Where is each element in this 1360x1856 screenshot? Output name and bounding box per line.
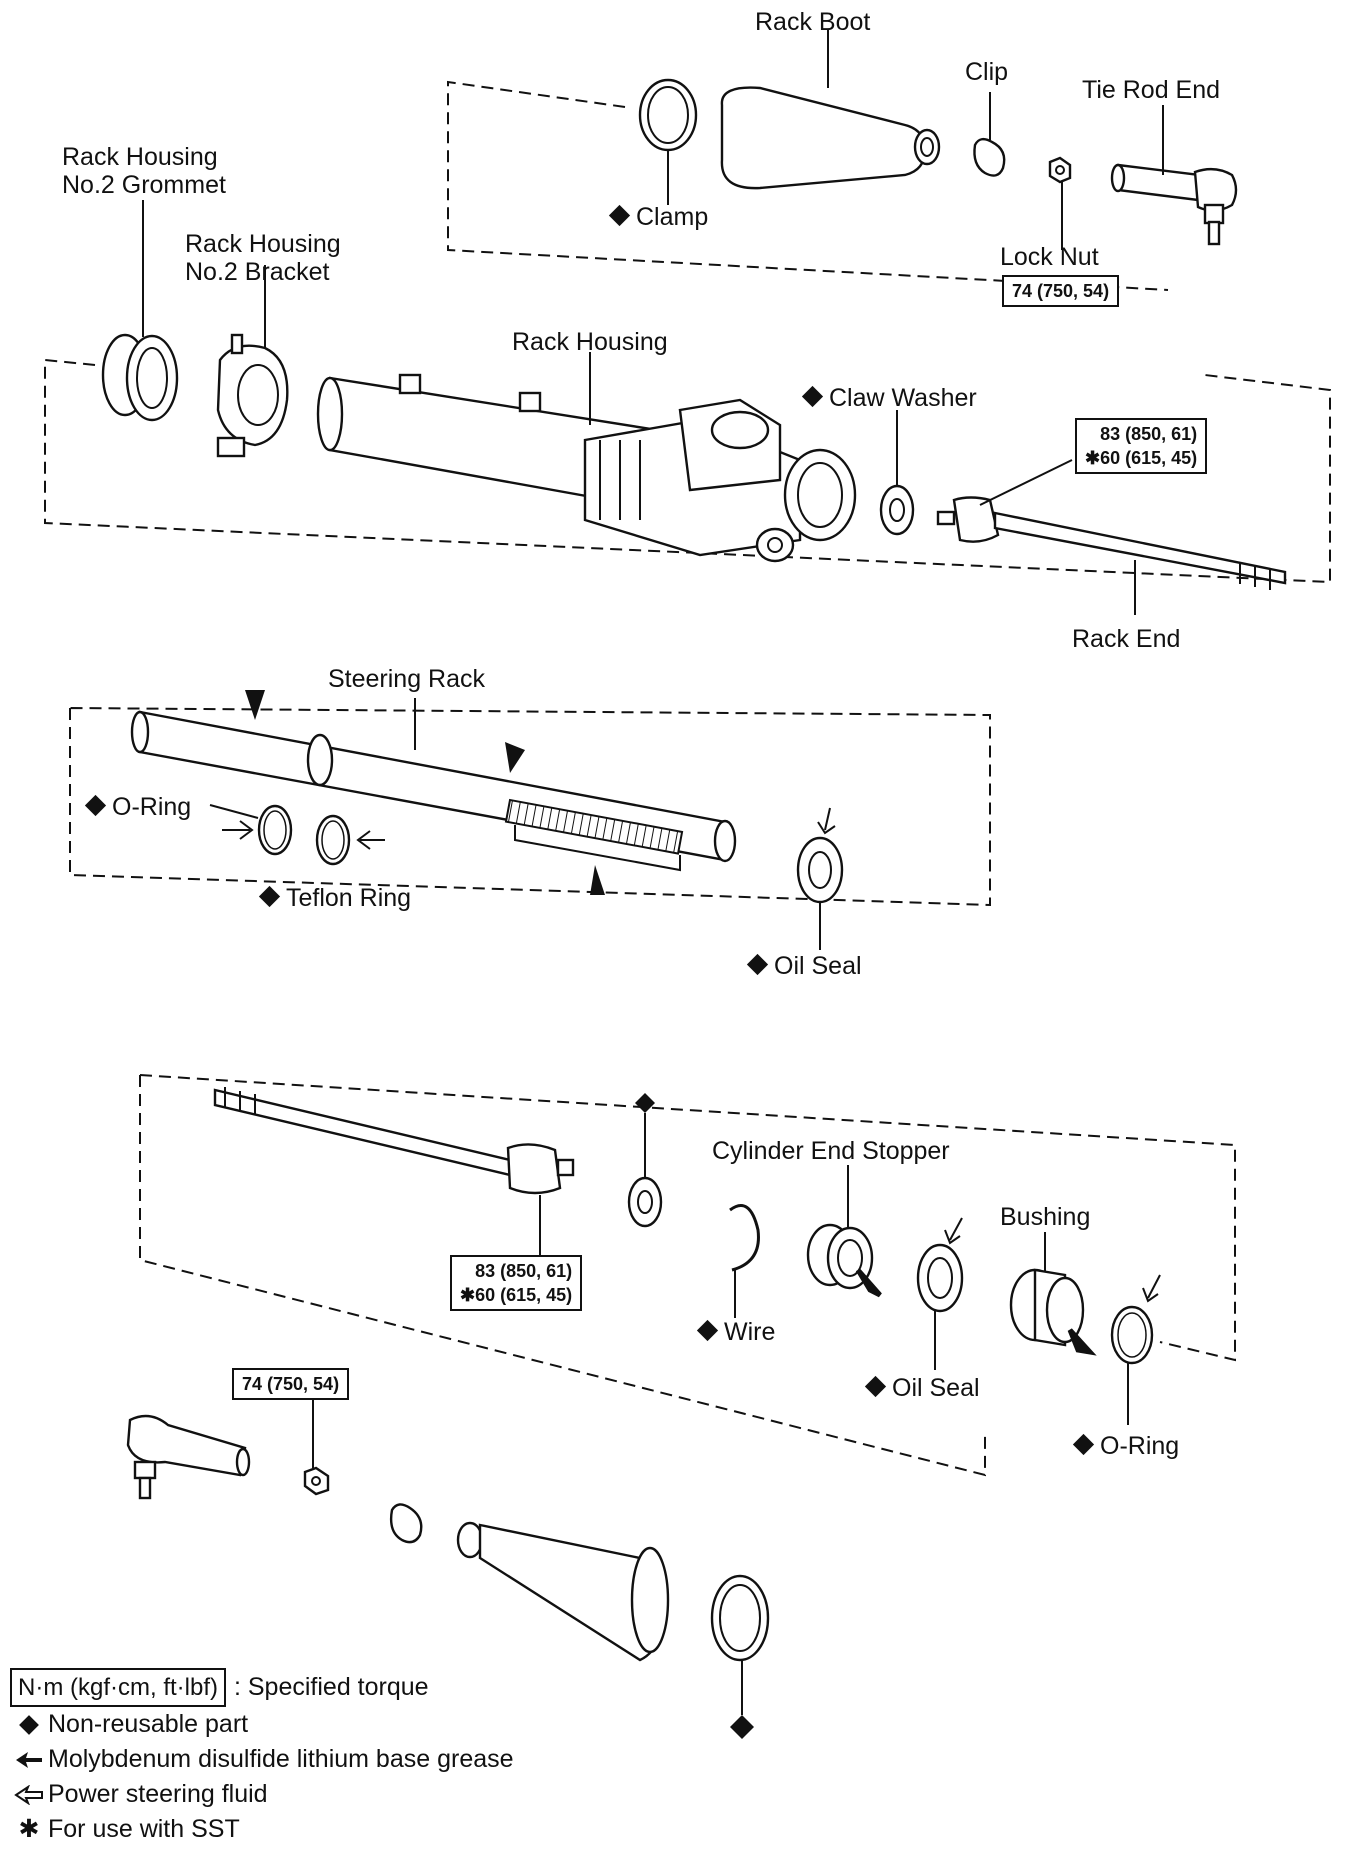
tie-rod-end-part-top xyxy=(1110,163,1238,246)
label-tie-rod-end: Tie Rod End xyxy=(1082,76,1221,104)
label-oil-seal-lower: Oil Seal xyxy=(864,1374,980,1402)
group-outline-housing xyxy=(44,358,1331,584)
diamond-icon xyxy=(84,794,107,817)
legend-torque-box: N·m (kgf·cm, ft·lbf) xyxy=(10,1668,226,1707)
label-o-ring-upper: O-Ring xyxy=(84,793,191,821)
diamond-icon xyxy=(1072,1433,1095,1456)
label-o-ring-lower: O-Ring xyxy=(1072,1432,1179,1460)
o-ring-part-upper xyxy=(222,804,293,856)
label-steering-rack: Steering Rack xyxy=(328,665,486,693)
legend-grease: Molybdenum disulfide lithium base grease xyxy=(10,1742,514,1777)
clamp-part xyxy=(638,78,698,152)
torque-rack-end-upper: 83 (850, 61) ✱60 (615, 45) xyxy=(1075,418,1208,474)
group-outline-rack xyxy=(69,707,991,907)
diamond-icon xyxy=(746,953,769,976)
cylinder-end-stopper-part xyxy=(806,1223,882,1298)
label-clip: Clip xyxy=(965,58,1009,86)
rack-boot-part-lower xyxy=(456,1521,670,1662)
label-rack-end: Rack End xyxy=(1072,625,1181,653)
claw-washer-part-lower xyxy=(627,1093,663,1228)
label-clamp: Clamp xyxy=(608,203,708,231)
legend-torque-text: : Specified torque xyxy=(233,1673,429,1701)
torque-rack-end-lower: 83 (850, 61) ✱60 (615, 45) xyxy=(450,1255,583,1311)
fluid-arrow-icon xyxy=(10,1784,48,1805)
label-teflon-ring: Teflon Ring xyxy=(258,884,411,912)
oil-seal-part-upper xyxy=(796,807,844,904)
rack-boot-part xyxy=(720,86,941,190)
legend-non-reusable: Non-reusable part xyxy=(10,1707,514,1742)
rack-end-part-lower xyxy=(213,1087,575,1195)
bracket-part xyxy=(216,333,289,458)
label-lock-nut: Lock Nut xyxy=(1000,243,1099,271)
grommet-part xyxy=(101,333,179,422)
clip-part-lower xyxy=(389,1503,423,1544)
label-bushing: Bushing xyxy=(1000,1203,1091,1231)
group-outline-lower-right xyxy=(139,1074,1236,1362)
legend-torque: N·m (kgf·cm, ft·lbf) : Specified torque xyxy=(10,1668,514,1707)
diamond-icon xyxy=(801,385,824,408)
legend: N·m (kgf·cm, ft·lbf) : Specified torque … xyxy=(10,1668,514,1847)
lock-nut-part-lower xyxy=(303,1466,330,1496)
o-ring-part-lower xyxy=(1110,1274,1161,1365)
oil-seal-part-lower xyxy=(916,1217,964,1313)
clamp-part-lower xyxy=(710,1574,770,1739)
claw-washer-part-upper xyxy=(879,484,915,536)
bushing-part xyxy=(1009,1268,1097,1356)
asterisk-icon: ✱ xyxy=(18,1815,40,1843)
label-rack-housing-bracket: Rack Housing No.2 Bracket xyxy=(185,230,341,286)
label-oil-seal-upper: Oil Seal xyxy=(746,952,862,980)
grease-arrow-icon xyxy=(10,1750,48,1770)
diamond-icon xyxy=(864,1375,887,1398)
label-rack-boot: Rack Boot xyxy=(755,8,871,36)
label-claw-washer: Claw Washer xyxy=(801,384,977,412)
torque-lock-nut-lower: 74 (750, 54) xyxy=(232,1368,350,1400)
diamond-icon xyxy=(608,204,631,227)
group-outline-top xyxy=(447,80,1169,291)
rack-housing-part xyxy=(316,373,857,563)
lock-nut-part-top xyxy=(1048,156,1072,184)
teflon-ring-part xyxy=(315,814,385,866)
diamond-icon xyxy=(258,885,281,908)
torque-lock-nut-upper: 74 (750, 54) xyxy=(1002,275,1120,307)
label-wire: Wire xyxy=(696,1318,775,1346)
diamond-icon xyxy=(696,1319,719,1342)
diamond-icon xyxy=(10,1714,48,1735)
tie-rod-end-part-lower xyxy=(126,1414,251,1500)
legend-fluid: Power steering fluid xyxy=(10,1777,514,1812)
label-rack-housing: Rack Housing xyxy=(512,328,668,356)
wire-part xyxy=(729,1204,760,1272)
rack-end-part-upper xyxy=(936,496,1287,590)
steering-rack-part xyxy=(130,690,737,895)
legend-sst: ✱ For use with SST xyxy=(10,1812,514,1847)
label-cylinder-end-stopper: Cylinder End Stopper xyxy=(712,1137,950,1165)
label-rack-housing-grommet: Rack Housing No.2 Grommet xyxy=(62,143,226,199)
clip-part xyxy=(973,137,1006,177)
